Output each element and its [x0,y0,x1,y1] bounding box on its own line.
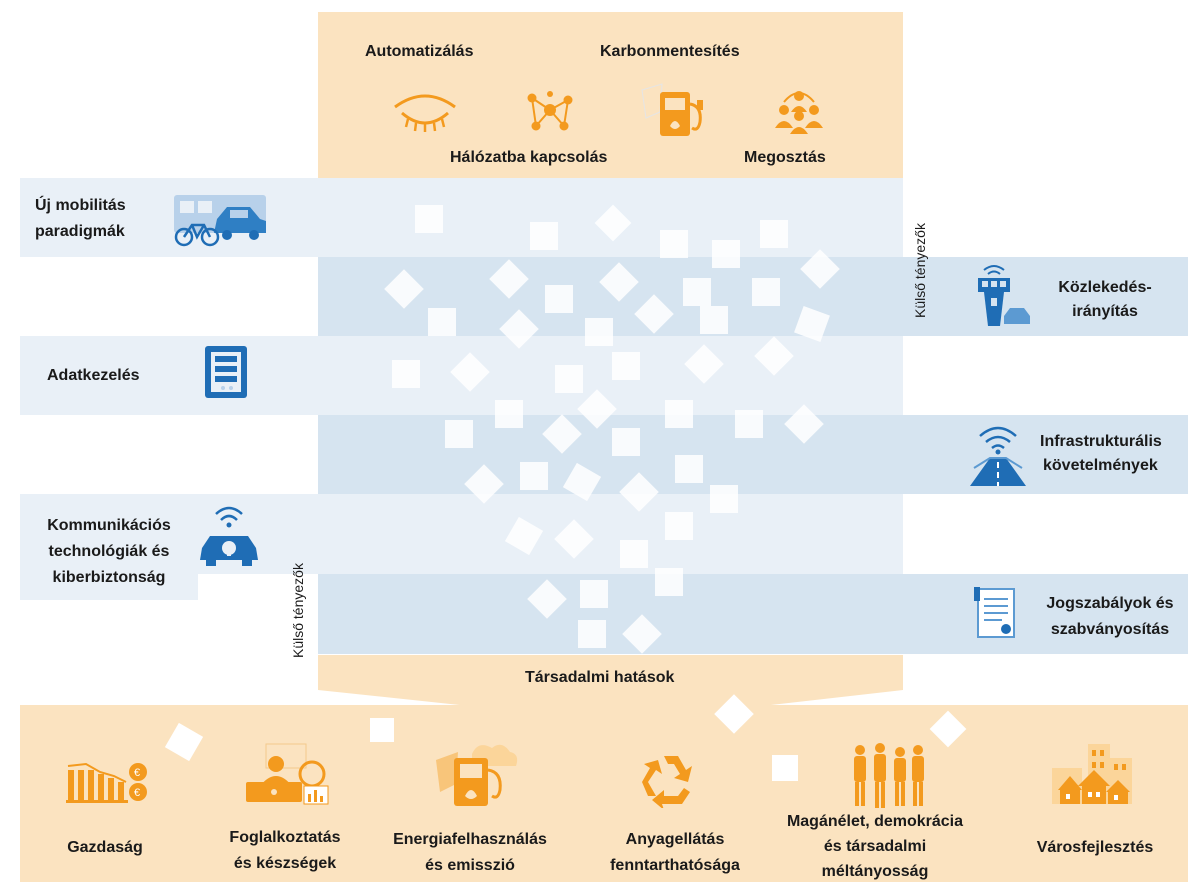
impact-energy-line2: és emisszió [425,857,515,874]
traffic-control-tower-icon [978,265,1030,326]
city-buildings-icon [1052,744,1132,804]
economy-chart-icon: € € [66,762,147,803]
factor-traffic-line1: Közlekedés- [1058,279,1152,296]
recycle-icon [642,756,692,808]
factor-data-label: Adatkezelés [47,367,140,384]
people-group-icon [854,743,924,808]
driver-automation-label: Automatizálás [365,43,474,60]
energy-pump-icon [436,744,518,806]
factor-infra-line1: Infrastrukturális [1040,433,1162,450]
band-mobility [20,178,903,257]
impact-employment-line1: Foglalkoztatás [229,829,341,846]
factor-comm-line3: kiberbiztonság [52,569,166,586]
impact-privacy-line1: Magánélet, demokrácia [786,813,964,830]
connected-car-lock-icon [200,506,258,566]
factor-traffic-line2: irányítás [1072,303,1138,320]
impact-employment-line2: és készségek [233,855,337,872]
band-law [318,574,1188,654]
factor-infra-line2: követelmények [1043,457,1158,474]
server-icon [205,346,247,398]
factor-comm-line1: Kommunikációs [47,517,171,534]
impacts-panel [20,705,1188,882]
svg-text:€: € [134,787,140,799]
wireless-road-icon [970,426,1026,486]
document-icon [974,587,1015,638]
bus-bicycle-car-icon [174,195,266,247]
driver-connectivity-label: Hálózatba kapcsolás [450,149,608,166]
top-driver-funnel [318,12,903,222]
factor-comm-line2: technológiák és [48,543,170,560]
fuel-pump-icon [641,83,703,136]
sharing-people-icon [775,91,823,134]
impact-energy-line1: Energiafelhasználás [393,831,547,848]
social-impacts-title: Társadalmi hatások [525,669,675,686]
external-factors-label-left: Külső tényezők [290,563,306,658]
impact-urban-label: Városfejlesztés [1036,839,1154,856]
impact-economy-label: Gazdaság [67,839,143,856]
impact-privacy-line3: méltányosság [821,863,929,880]
svg-text:€: € [134,767,140,779]
factor-law-line2: szabványosítás [1050,621,1170,638]
band-comm-left [20,494,198,600]
impact-materials-line2: fenntarthatósága [610,857,740,874]
driver-sharing-label: Megosztás [744,149,826,166]
external-factors-label-right: Külső tényezők [912,223,928,318]
employment-laptop-icon [246,743,329,805]
eye-icon [394,94,456,132]
impact-materials-line1: Anyagellátás [625,831,725,848]
factor-law-line1: Jogszabályok és [1046,595,1174,612]
driver-decarbonization-label: Karbonmentesítés [600,43,740,60]
factor-mobility-line1: Új mobilitás [35,197,126,214]
impact-privacy-line2: és társadalmi [823,838,927,855]
network-icon [527,91,573,131]
factor-mobility-line2: paradigmák [35,223,125,240]
